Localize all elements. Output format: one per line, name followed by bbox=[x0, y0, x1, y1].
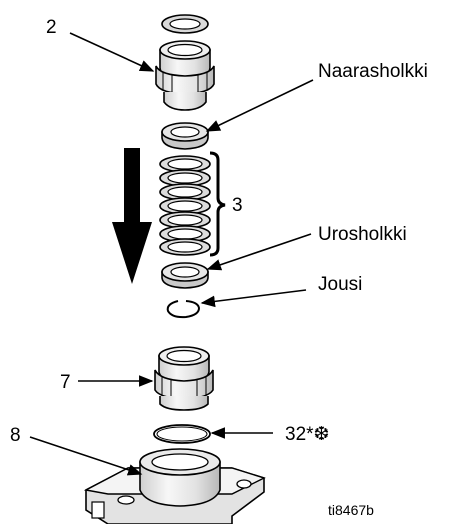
v-packing-stack bbox=[159, 155, 211, 256]
part-2-nut bbox=[155, 40, 215, 111]
leader-spring bbox=[200, 289, 307, 308]
part-7-nut bbox=[154, 346, 214, 411]
part-8-housing bbox=[83, 448, 266, 524]
male-adapter-ring bbox=[161, 262, 209, 289]
callout-spring: Jousi bbox=[318, 274, 362, 295]
callout-male-adapter: Urosholkki bbox=[318, 224, 407, 245]
spring-clip bbox=[166, 300, 201, 319]
leader-2 bbox=[69, 32, 155, 72]
callout-female-adapter: Naarasholkki bbox=[318, 61, 428, 82]
callout-2: 2 bbox=[46, 17, 57, 38]
female-adapter-ring bbox=[161, 122, 209, 150]
top-seal-ring bbox=[161, 14, 209, 34]
callout-7: 7 bbox=[60, 372, 71, 393]
callout-32: 32*❆ bbox=[285, 424, 329, 445]
assembly-direction-arrow bbox=[112, 148, 152, 284]
packing-bracket bbox=[209, 151, 226, 257]
leader-male-adapter bbox=[206, 233, 312, 271]
leader-female-adapter bbox=[205, 79, 314, 132]
callout-3: 3 bbox=[232, 195, 243, 216]
leader-8 bbox=[29, 436, 143, 476]
figure-id: ti8467b bbox=[328, 502, 374, 518]
callout-8: 8 bbox=[10, 425, 21, 446]
o-ring-32 bbox=[153, 424, 211, 444]
